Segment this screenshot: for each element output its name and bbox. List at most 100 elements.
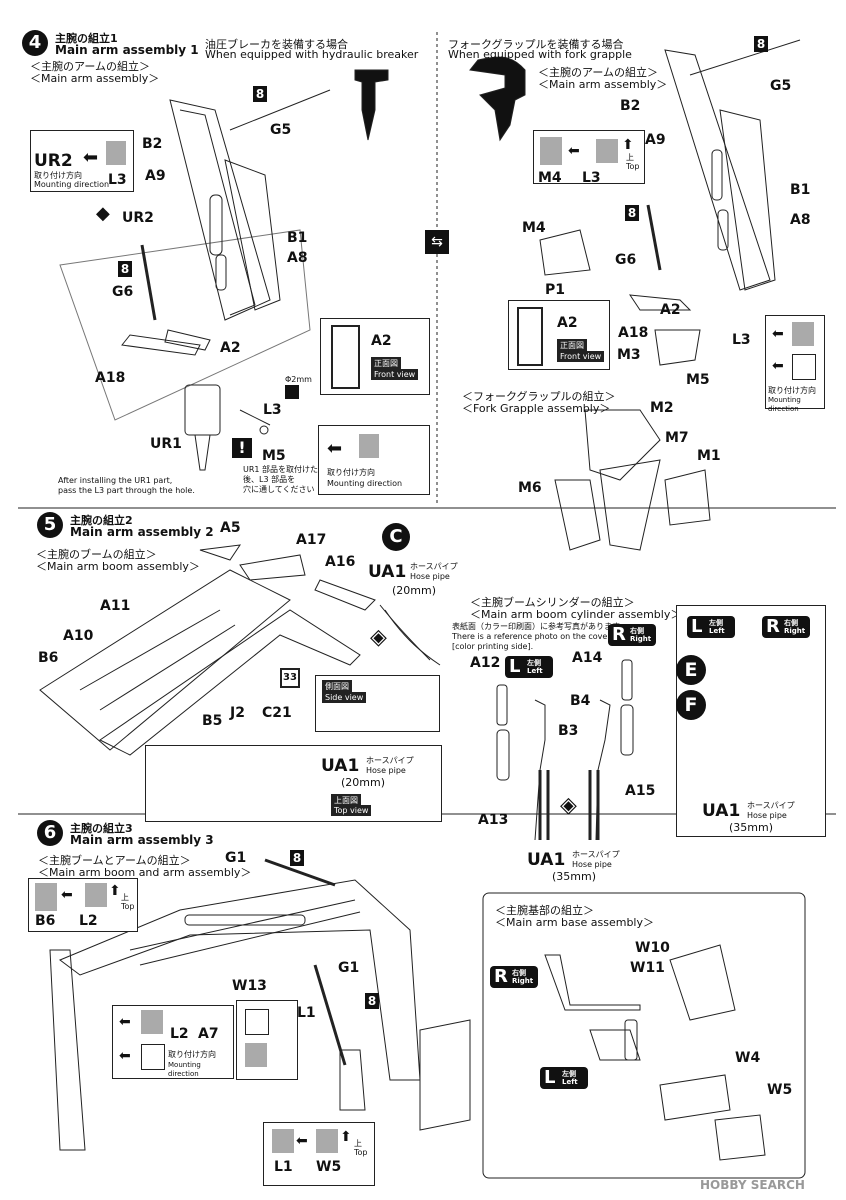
hose-length: (35mm): [729, 821, 774, 834]
side-view-en: Side view: [322, 692, 367, 703]
chip-en: Right: [784, 627, 806, 635]
fork-title-en: ＜Fork Grapple assembly＞: [462, 402, 611, 415]
step-title-en: Main arm assembly 3: [70, 833, 214, 847]
step-title-en: Main arm assembly 2: [70, 525, 214, 539]
left-chip: L 左側 Left: [540, 1067, 588, 1089]
badge-8: 8: [365, 993, 379, 1009]
badge-8: 8: [118, 261, 132, 277]
breaker-title-en: When equipped with hydraulic breaker: [205, 48, 419, 61]
chip-jp: 左側: [709, 619, 723, 627]
reference-jp: 表紙面（カラー印刷面）に参考写真があります: [452, 622, 620, 631]
label-g1: G1: [225, 850, 247, 866]
mount-en: Mounting direction: [168, 1061, 201, 1078]
step-number: 5: [37, 512, 63, 538]
step-title-jp: 主腕の組立1: [55, 32, 118, 45]
subtitle-jp: ＜主腕ブームとアームの組立＞: [38, 854, 191, 867]
cylinder-title-en: ＜Main arm boom cylinder assembly＞: [470, 608, 682, 621]
label-w5b: W5: [767, 1082, 793, 1098]
grapple-title-jp: フォークグラップルを装備する場合: [448, 38, 624, 51]
note-en-2: pass the L3 part through the hole.: [58, 486, 195, 495]
chip-jp: 右側: [512, 969, 526, 977]
diamond-icon: ◈: [560, 793, 577, 818]
note-en-1: After installing the UR1 part,: [58, 476, 173, 485]
w5-mounting-box: ⬅ ⬆ 上 Top L1 W5: [263, 1122, 375, 1186]
label-m7: M7: [665, 430, 689, 446]
label-a15: A15: [625, 783, 656, 799]
part-shape-icon: [245, 1043, 267, 1067]
label-a17: A17: [296, 532, 327, 548]
label-a7: A7: [198, 1026, 219, 1042]
label-a9-right: A9: [645, 132, 666, 148]
arrow-left-icon: ⬅: [119, 1048, 131, 1064]
top-view-box: UA1 ホースパイプ Hose pipe (20mm) 上面図 Top view: [145, 745, 442, 822]
label-a18: A18: [95, 370, 126, 386]
b6-mounting-box: ⬅ ⬆ 上 Top B6 L2: [28, 878, 138, 932]
label-m4-box: M4: [538, 170, 562, 186]
top-jp: 上: [121, 893, 129, 902]
badge-8: 8: [754, 36, 768, 52]
label-a14: A14: [572, 650, 603, 666]
a2-part-icon: [331, 325, 360, 389]
subtitle-jp: ＜主腕のブームの組立＞: [36, 548, 157, 561]
label-l3-top: L3: [108, 172, 127, 188]
subtitle2-en: ＜Main arm assembly＞: [538, 78, 668, 91]
front-view-en: Front view: [557, 351, 605, 362]
side-view-box: 側面図 Side view: [315, 675, 440, 732]
chip-en: Left: [527, 667, 543, 675]
m4-mounting-box: ⬅ ⬆ 上 Top: [533, 130, 645, 184]
top-view-jp: 上面図: [331, 794, 361, 807]
badge-8: 8: [625, 205, 639, 221]
mount-en: Mounting direction: [327, 479, 403, 488]
step-title-jp: 主腕の組立2: [70, 514, 133, 527]
part-shape-icon: [792, 354, 816, 380]
subtitle-en: ＜Main arm boom assembly＞: [36, 560, 200, 573]
label-g6-right: G6: [615, 252, 637, 268]
label-b2-right: B2: [620, 98, 641, 114]
diamond-icon: ◆: [96, 203, 110, 224]
label-m4: M4: [522, 220, 546, 236]
cylinder-title-jp: ＜主腕ブームシリンダーの組立＞: [470, 596, 635, 609]
a2-front-view-box-right: A2 正面図 Front view: [508, 300, 610, 370]
mount-jp: 取り付け方向: [34, 171, 82, 180]
chip-en: Right: [512, 977, 534, 985]
step-title-jp: 主腕の組立3: [70, 822, 133, 835]
front-view-jp: 正面図: [557, 339, 587, 352]
subtitle-en: ＜Main arm assembly＞: [30, 72, 160, 85]
badge-33: 33: [280, 668, 300, 688]
breaker-title-jp: 油圧ブレーカを装備する場合: [205, 38, 348, 51]
note-jp-2: 後、L3 部品を: [243, 475, 296, 484]
part-shape-icon: [141, 1010, 163, 1034]
label-a8: A8: [287, 250, 308, 266]
label-b5: B5: [202, 713, 223, 729]
label-a12: A12: [470, 655, 501, 671]
arrow-up-icon: ⬆: [622, 137, 634, 153]
chip-jp: 左側: [562, 1070, 576, 1078]
left-chip: L 左側 Left: [505, 656, 553, 678]
label-ua1-cyl: UA1: [527, 850, 566, 870]
part-shape-icon: [359, 434, 379, 458]
circle-c-icon: C: [382, 523, 410, 551]
l3-mounting-box: ⬅ 取り付け方向 Mounting direction: [318, 425, 430, 495]
top-en: Top: [626, 162, 640, 171]
label-a2-box: A2: [371, 333, 392, 349]
label-w11: W11: [630, 960, 665, 976]
label-b6: B6: [35, 913, 56, 929]
mount-jp: 取り付け方向: [768, 386, 816, 395]
hose-en: Hose pipe: [572, 860, 612, 869]
badge-8: 8: [253, 86, 267, 102]
arrow-left-icon: ⬅: [772, 358, 784, 374]
label-b1-right: B1: [790, 182, 811, 198]
label-p1: P1: [545, 282, 566, 298]
label-b6: B6: [38, 650, 59, 666]
right-chip: R 右側 Right: [490, 966, 538, 988]
ur2-mounting-box: UR2 取り付け方向 Mounting direction ⬅: [30, 130, 134, 192]
a2-part-icon: [517, 307, 543, 366]
hose-en: Hose pipe: [366, 766, 406, 775]
label-w5: W5: [316, 1159, 342, 1175]
arrow-up-icon: ⬆: [340, 1129, 352, 1145]
label-m2: M2: [650, 400, 674, 416]
chip-letter: R: [612, 624, 626, 645]
front-view-jp: 正面図: [371, 357, 401, 370]
label-ur2: UR2: [122, 210, 154, 226]
label-g6: G6: [112, 284, 134, 300]
